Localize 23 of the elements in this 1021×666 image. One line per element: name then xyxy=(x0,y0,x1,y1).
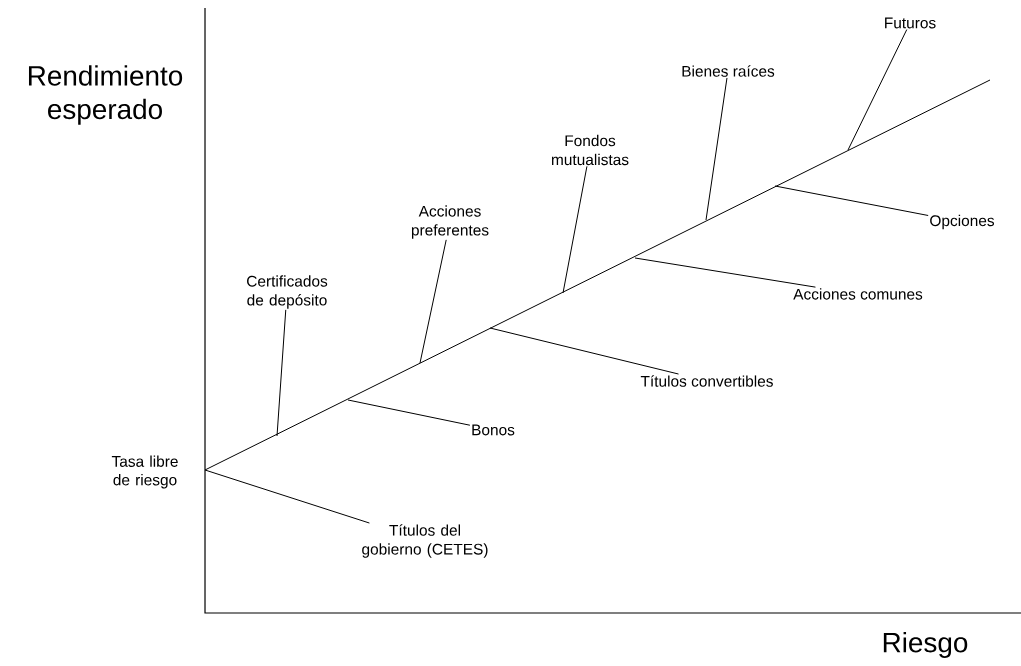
leader-line xyxy=(705,77,728,221)
leader-line xyxy=(562,165,588,294)
axis-label: Rendimiento esperado xyxy=(29,65,183,125)
leader-line xyxy=(634,257,816,288)
item-label: Títulos convertibles xyxy=(640,375,773,387)
item-label: Futuros xyxy=(885,17,936,29)
item-label: Bonos xyxy=(472,424,515,436)
item-label: Acciones preferentes xyxy=(411,205,489,239)
leader-line xyxy=(276,309,287,437)
axis-label: Riesgo xyxy=(883,632,968,658)
item-label: Acciones comunes xyxy=(793,288,923,300)
item-label: Opciones xyxy=(930,214,995,230)
leader-line xyxy=(489,327,680,375)
item-label: Títulos del gobierno (CETES) xyxy=(362,524,488,558)
item-label: Fondos mutualistas xyxy=(552,134,629,166)
leader-line xyxy=(204,469,370,524)
item-label: Certificados de depósito xyxy=(247,275,328,309)
leader-line xyxy=(419,239,447,364)
item-label: Bienes raíces xyxy=(682,65,775,77)
leader-line xyxy=(774,185,929,216)
axis-label: Tasa libre de riesgo xyxy=(111,455,178,489)
leader-line xyxy=(347,399,471,426)
leader-line xyxy=(847,29,908,151)
